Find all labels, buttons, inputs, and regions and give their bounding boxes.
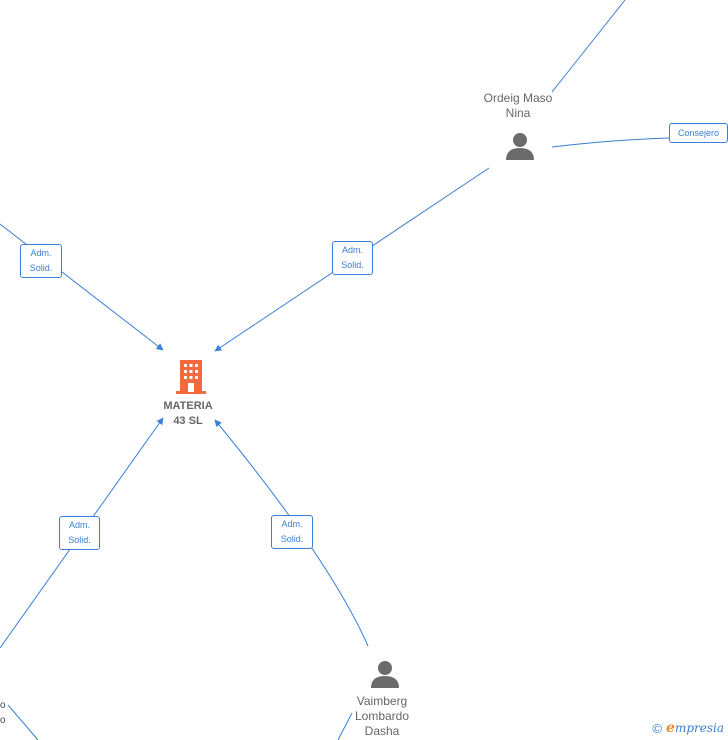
person-icon[interactable] [371,661,399,688]
cut-label-2: o [0,715,6,726]
building-icon[interactable] [176,360,206,394]
person-name-ordeig[interactable]: Ordeig Maso Nina [483,91,553,120]
edge-ordeig-consejero [551,137,670,148]
edge-offscreen-to-company [0,223,164,351]
brand-logo: empresia [666,720,724,736]
copyright-icon: © [652,720,663,736]
edge-label-bottom-right[interactable]: Adm. Solid. [271,515,313,549]
company-name[interactable]: MATERIA 43 SL [163,400,213,427]
edge-vaimberg-offscreen [337,712,353,740]
edge-label-bottom-left[interactable]: Adm. Solid. [59,516,100,550]
edge-label-top-right[interactable]: Adm. Solid. [332,241,373,275]
cut-label-1: o [0,700,6,711]
person-name-vaimberg[interactable]: Vaimberg Lombardo Dasha [354,694,410,738]
empresia-watermark: © empresia [652,720,724,736]
edge-offscreen-cut-bottom [7,704,39,740]
edge-label-top-left[interactable]: Adm. Solid. [20,244,62,278]
edge-label-consejero[interactable]: Consejero [669,123,728,143]
edge-offscreen-to-ordeig [551,0,626,93]
person-icon[interactable] [506,133,534,160]
